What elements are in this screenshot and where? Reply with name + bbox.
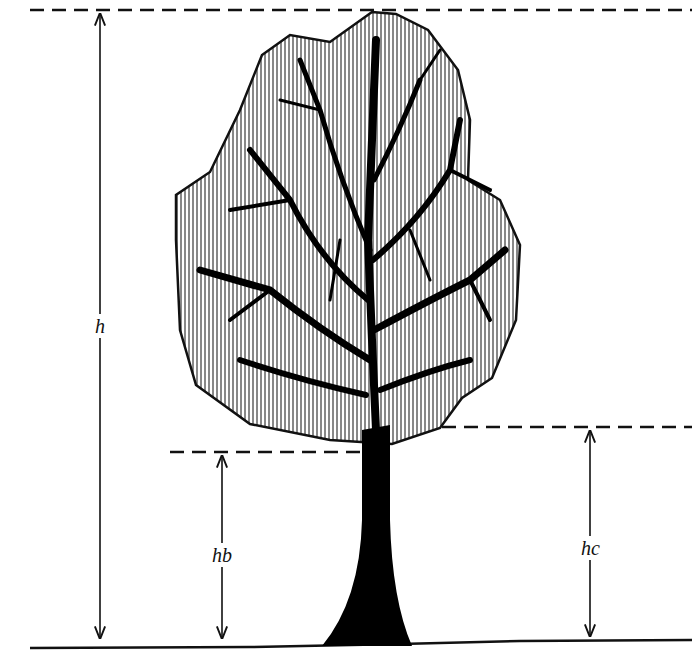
reference-lines: [30, 10, 692, 452]
tree-trunk: [322, 425, 412, 646]
dimension-label: hc: [579, 536, 602, 560]
tree-branches: [200, 40, 505, 430]
tree-crown: [176, 12, 520, 444]
dimension-label: hb: [210, 543, 234, 567]
dimension-label: h: [93, 314, 107, 338]
